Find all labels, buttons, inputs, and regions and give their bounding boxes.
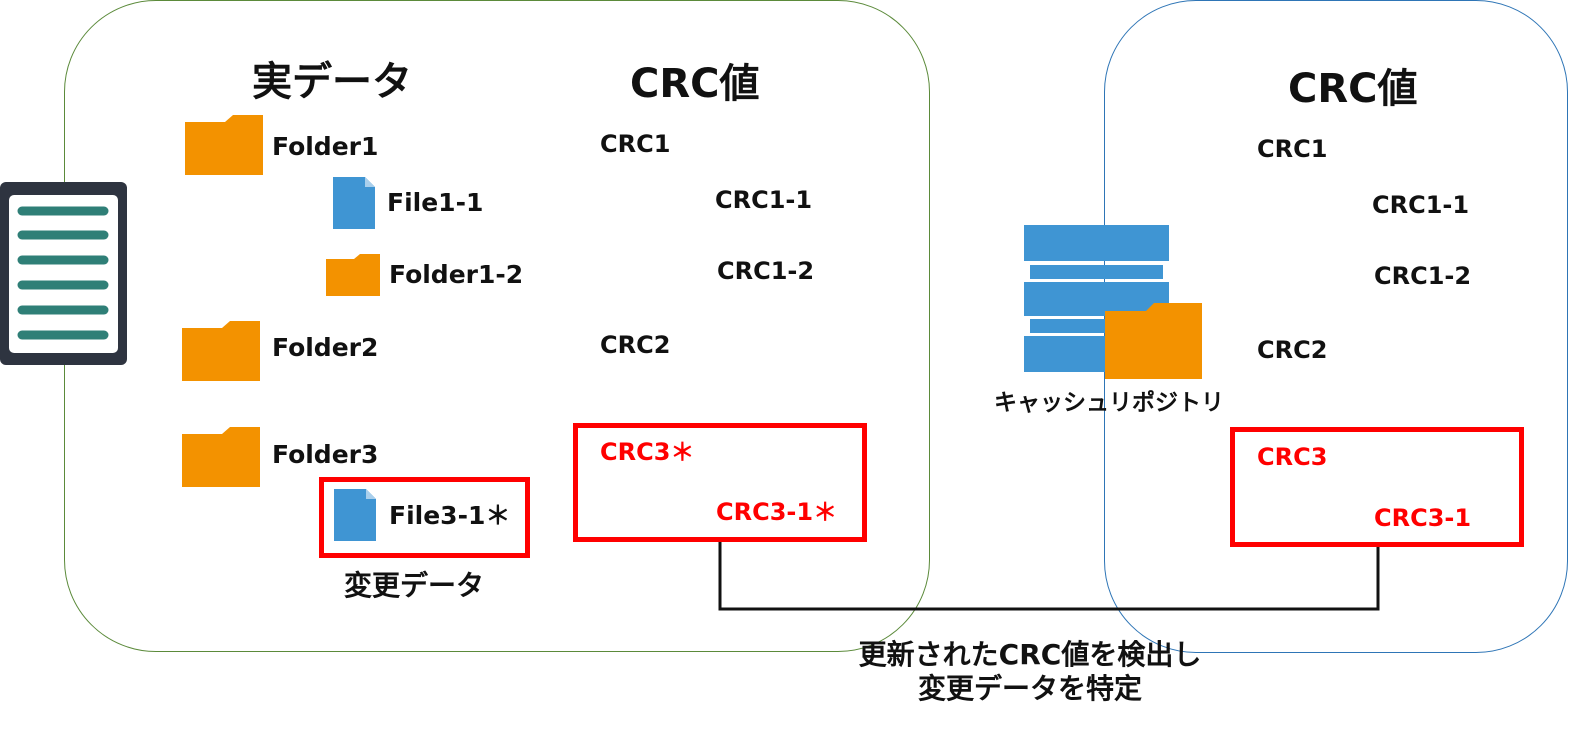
folder1-label: Folder1 (272, 132, 379, 161)
changed-data-label: 変更データ (344, 569, 485, 602)
document-device-icon (0, 182, 127, 365)
cache-crc3-1-value: CRC3-1 (1374, 504, 1472, 532)
folder-icon (182, 427, 260, 487)
folder3-label: Folder3 (272, 440, 379, 469)
crc3-1-value: CRC3-1＊ (716, 498, 838, 526)
database-server-icon (1024, 225, 1202, 379)
caption-line-2: 変更データを特定 (917, 671, 1142, 705)
changed-crc-highlight (573, 423, 867, 542)
cache-crc-highlight (1230, 427, 1524, 547)
crc2-value: CRC2 (600, 331, 671, 359)
actual-data-heading: 実データ (252, 59, 412, 105)
cache-crc1-1-value: CRC1-1 (1372, 191, 1470, 219)
changed-file-highlight (319, 477, 530, 558)
folder-icon (326, 254, 380, 296)
folder1-2-label: Folder1-2 (389, 260, 524, 289)
crc1-1-value: CRC1-1 (715, 186, 813, 214)
cache-crc1-value: CRC1 (1257, 135, 1328, 163)
caption-line-1: 更新されたCRC値を検出し (858, 638, 1202, 671)
cache-crc3-value: CRC3 (1257, 443, 1328, 471)
cache-crc-heading: CRC値 (1288, 66, 1418, 112)
folder2-label: Folder2 (272, 333, 379, 362)
cache-crc2-value: CRC2 (1257, 336, 1328, 364)
crc1-2-value: CRC1-2 (717, 257, 815, 285)
crc1-value: CRC1 (600, 130, 671, 158)
file-icon (333, 177, 375, 229)
folder-icon (185, 115, 263, 175)
folder-icon (182, 321, 260, 381)
file-icon (334, 489, 376, 541)
cache-crc1-2-value: CRC1-2 (1374, 262, 1472, 290)
crc3-value: CRC3＊ (600, 438, 695, 466)
detection-caption: 更新されたCRC値を検出し 変更データを特定 (830, 638, 1230, 705)
crc-value-heading: CRC値 (630, 61, 760, 107)
cache-repository-label: キャッシュリポジトリ (994, 390, 1224, 416)
file3-1-label: File3-1＊ (389, 501, 511, 530)
file1-1-label: File1-1 (387, 188, 484, 217)
